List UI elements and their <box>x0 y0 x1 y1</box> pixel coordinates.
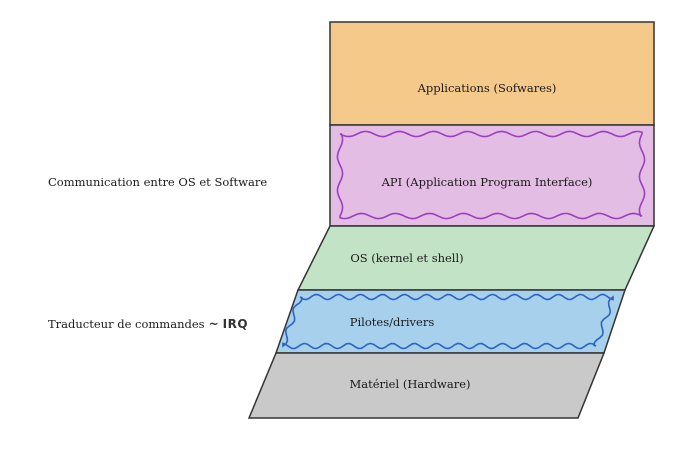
communication-note: Communication entre OS et Software <box>48 175 267 189</box>
hardware-layer <box>247 352 606 419</box>
irq-handwritten: IRQ <box>222 317 249 331</box>
os-label: OS (kernel et shell) <box>350 251 463 265</box>
api-label: API (Application Program Interface) <box>381 175 593 189</box>
traducteur-note: Traducteur de commandes~IRQ <box>48 317 248 331</box>
applications-layer <box>329 21 655 126</box>
traducteur-text: Traducteur de commandes <box>48 317 205 331</box>
communication-text: Communication entre OS et Software <box>48 175 268 189</box>
drivers-label: Pilotes/drivers <box>350 315 435 329</box>
hardware-label: Matériel (Hardware) <box>349 377 470 391</box>
tilde-mark: ~ <box>208 317 219 331</box>
applications-label: Applications (Sofwares) <box>417 81 557 95</box>
drivers-wavy-outline <box>282 293 614 350</box>
api-wavy-outline <box>336 130 646 220</box>
